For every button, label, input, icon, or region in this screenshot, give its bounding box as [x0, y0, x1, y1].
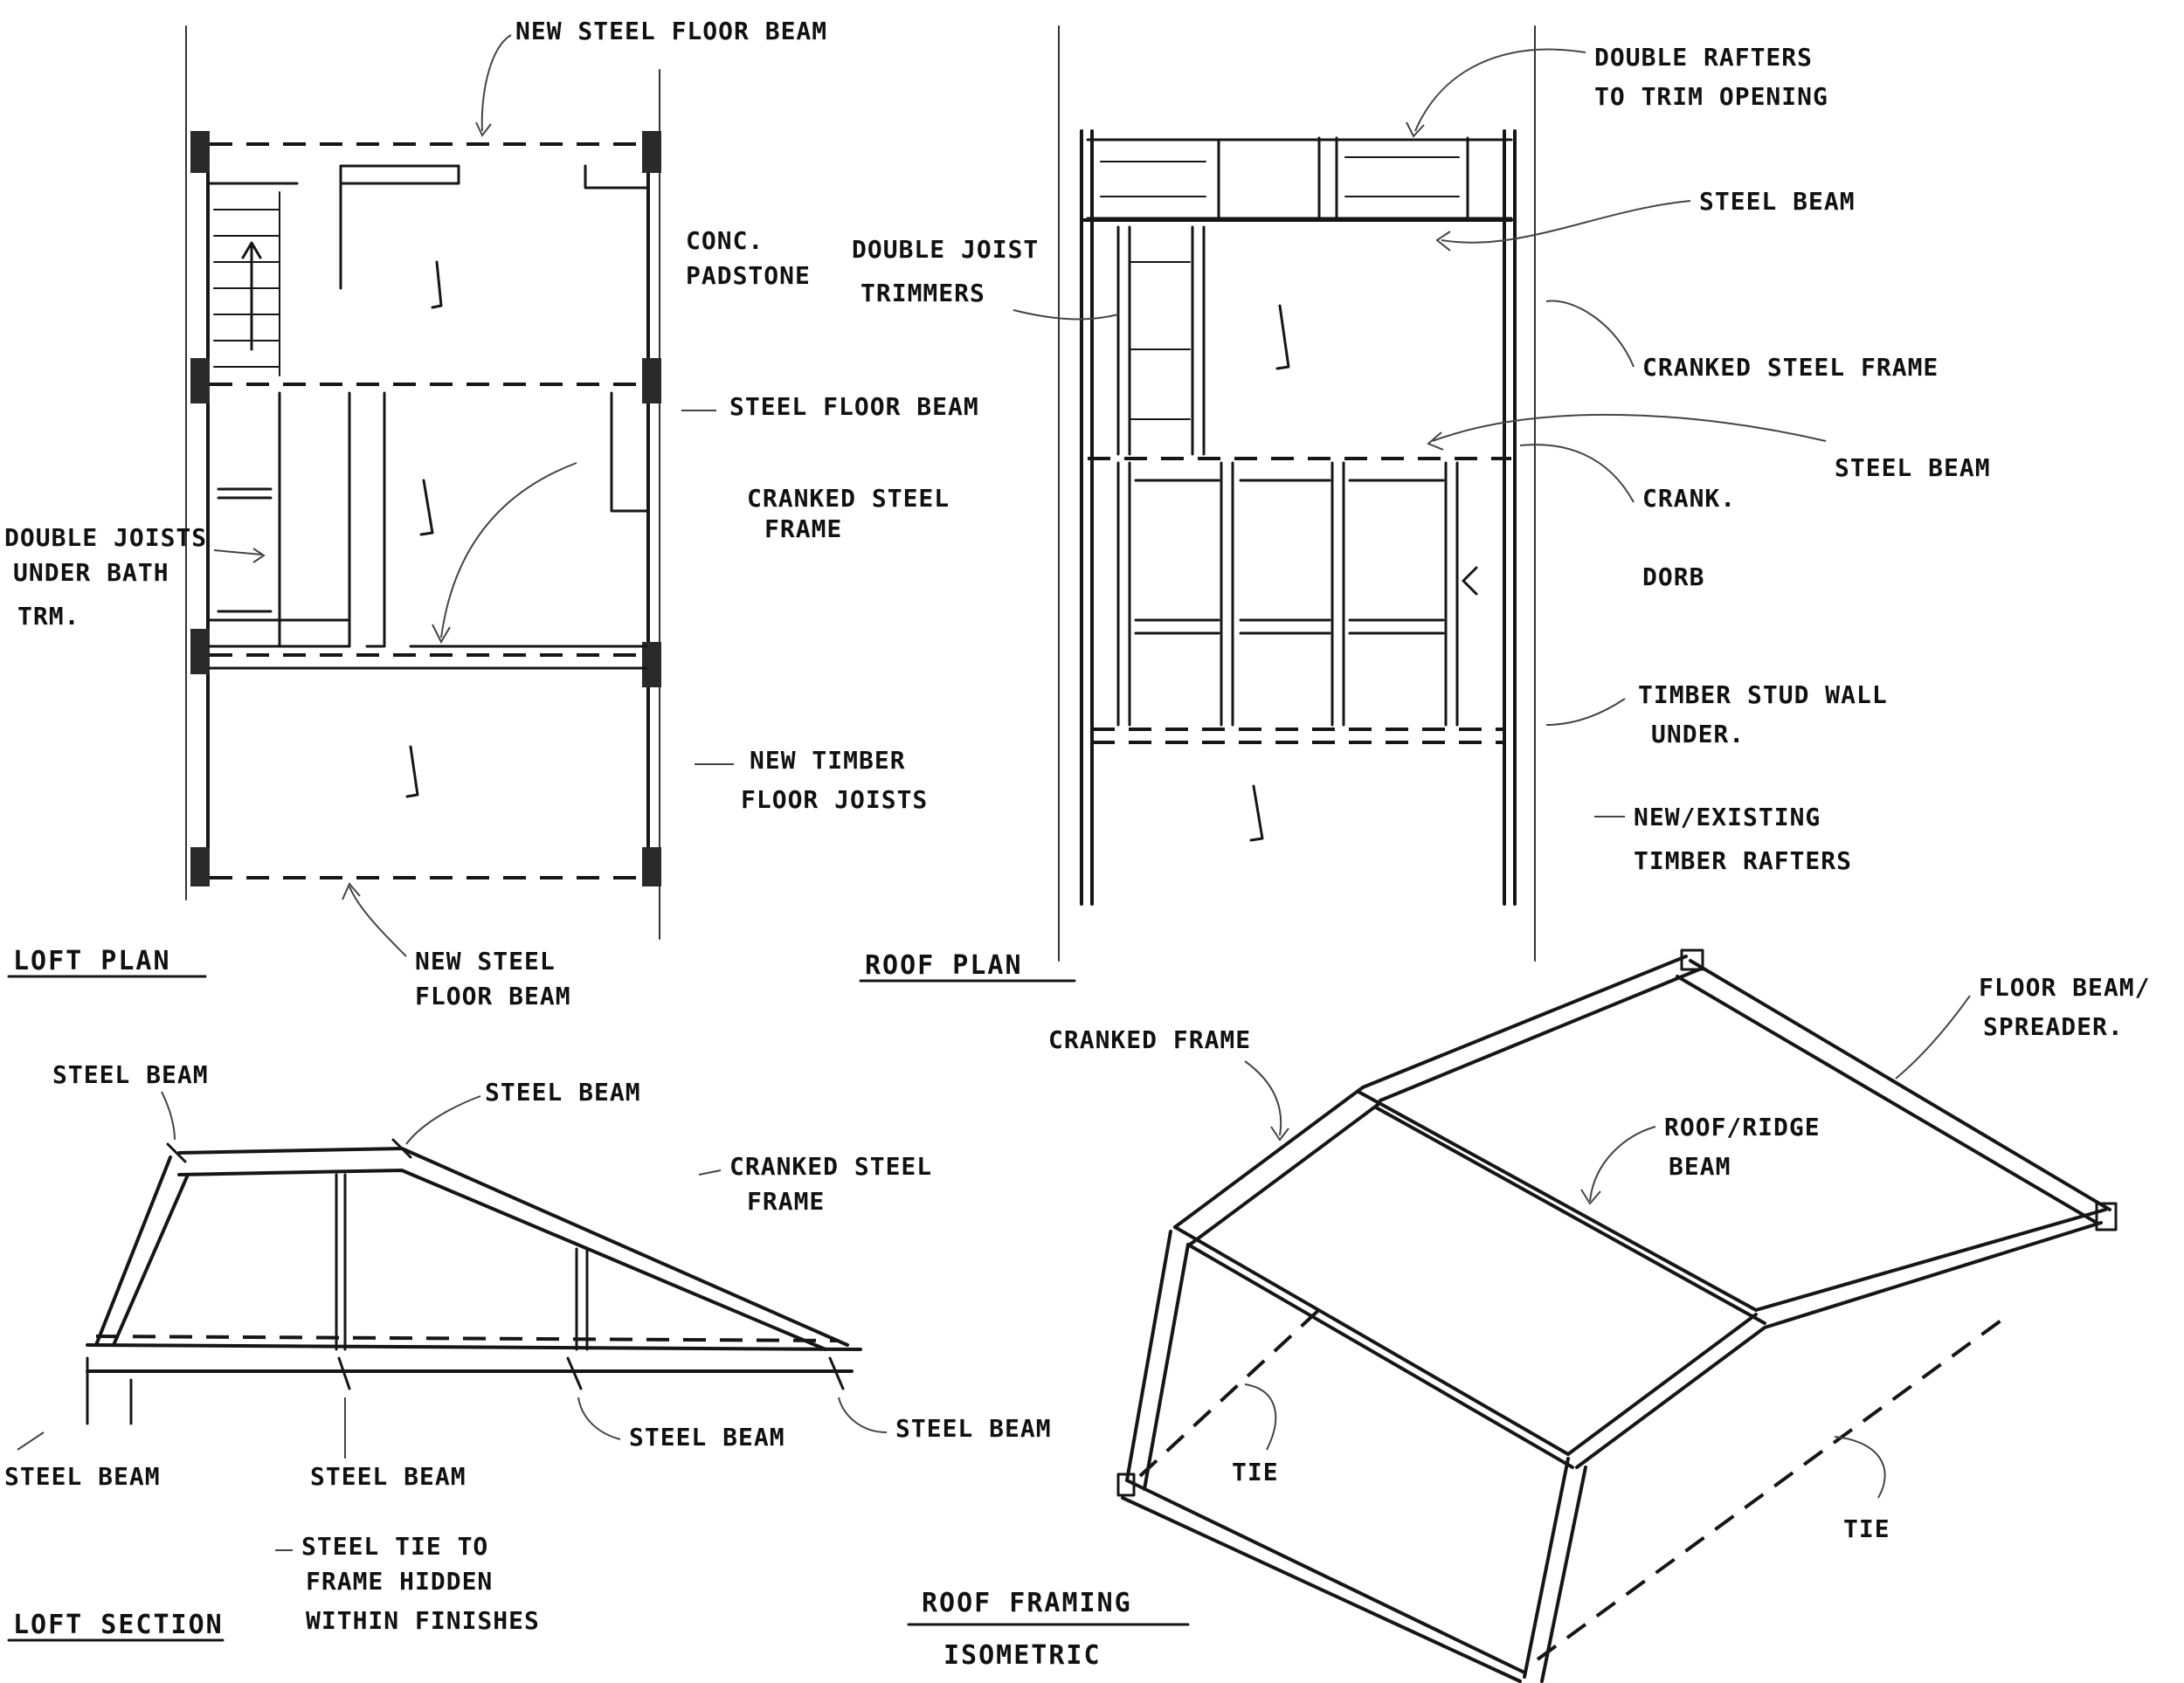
label-timber-stud: TIMBER STUD WALL	[1638, 680, 1888, 709]
label-double-joist: DOUBLE JOIST	[852, 235, 1039, 264]
label-frame-sec: FRAME	[747, 1187, 825, 1216]
label-floor-joists: FLOOR JOISTS	[741, 785, 928, 814]
label-double-joists: DOUBLE JOISTS	[4, 523, 207, 552]
title-loft-section: LOFT SECTION	[13, 1610, 224, 1640]
label-steel-beam-roof-mid: STEEL BEAM	[1835, 453, 1991, 482]
label-steel-beam-roof-top: STEEL BEAM	[1699, 187, 1856, 216]
label-steel-beam-sec-bm: STEEL BEAM	[310, 1462, 467, 1491]
label-under: UNDER.	[1651, 720, 1745, 748]
label-tie-left: TIE	[1232, 1458, 1279, 1486]
tie-line	[1536, 1313, 2011, 1661]
tie-line	[1138, 1304, 1325, 1478]
label-steel-beam-sec-bmr: STEEL BEAM	[629, 1423, 785, 1452]
padstone	[642, 847, 661, 886]
label-new-timber: NEW TIMBER	[750, 746, 906, 775]
label-trim-opening: TO TRIM OPENING	[1594, 82, 1828, 111]
label-under-bath: UNDER BATH	[13, 558, 169, 587]
loft-plan: NEW STEEL FLOOR BEAM CONC. PADSTONE STEE…	[4, 17, 979, 1010]
stair	[213, 191, 280, 376]
title-isometric: ISOMETRIC	[943, 1640, 1102, 1671]
lower-rafters	[1116, 461, 1459, 727]
label-cranked-steel-sec: CRANKED STEEL	[729, 1152, 932, 1181]
title-roof-plan: ROOF PLAN	[865, 950, 1023, 981]
label-cranked-steel-frame-roof: CRANKED STEEL FRAME	[1642, 353, 1939, 382]
label-new-existing: NEW/EXISTING	[1634, 803, 1821, 831]
padstone	[642, 131, 661, 173]
label-dorb: DORB	[1642, 562, 1704, 591]
label-steel-tie: STEEL TIE TO	[301, 1532, 488, 1561]
padstone	[642, 358, 661, 404]
label-trm: TRM.	[17, 602, 79, 631]
title-roof-framing: ROOF FRAMING	[922, 1588, 1132, 1618]
label-steel-beam-sec-tm: STEEL BEAM	[485, 1078, 641, 1107]
label-new-steel: NEW STEEL	[415, 947, 556, 976]
label-steel-beam-sec-tl: STEEL BEAM	[52, 1060, 209, 1089]
loft-section: STEEL BEAM STEEL BEAM CRANKED STEEL FRAM…	[4, 1060, 1052, 1642]
label-tie-right: TIE	[1843, 1514, 1890, 1543]
label-frame: FRAME	[764, 514, 842, 543]
label-steel-floor-beam: STEEL FLOOR BEAM	[729, 392, 979, 421]
label-spreader: SPREADER.	[1983, 1012, 2124, 1041]
label-double-rafters: DOUBLE RAFTERS	[1594, 43, 1813, 72]
label-cranked-steel: CRANKED STEEL	[747, 484, 950, 513]
label-conc: CONC.	[686, 226, 764, 255]
label-floor-beam: FLOOR BEAM	[415, 982, 571, 1010]
label-cranked-frame: CRANKED FRAME	[1048, 1025, 1251, 1054]
padstone	[190, 629, 210, 674]
label-floor-beam-iso: FLOOR BEAM/	[1979, 973, 2150, 1002]
roof-framing-isometric: CRANKED FRAME FLOOR BEAM/ SPREADER. ROOF…	[907, 948, 2150, 1683]
label-trimmers: TRIMMERS	[860, 279, 985, 307]
roof-plan: DOUBLE RAFTERS TO TRIM OPENING STEEL BEA…	[852, 25, 1991, 983]
label-steel-beam-sec-bl: STEEL BEAM	[4, 1462, 161, 1491]
label-crank: CRANK.	[1642, 484, 1736, 513]
title-loft-plan: LOFT PLAN	[13, 946, 171, 976]
label-frame-hidden: FRAME HIDDEN	[306, 1567, 493, 1596]
label-padstone: PADSTONE	[686, 261, 811, 290]
padstone	[190, 847, 210, 886]
label-new-steel-floor-beam: NEW STEEL FLOOR BEAM	[515, 17, 827, 45]
padstone	[190, 358, 210, 404]
padstone	[642, 642, 661, 687]
steel-tie-line	[95, 1335, 840, 1342]
label-timber-rafters: TIMBER RAFTERS	[1634, 846, 1852, 875]
label-roof-ridge: ROOF/RIDGE	[1664, 1113, 1821, 1142]
label-within-finishes: WITHIN FINISHES	[306, 1606, 540, 1635]
padstone	[190, 131, 210, 173]
label-steel-beam-sec-br: STEEL BEAM	[895, 1414, 1052, 1443]
label-beam-iso: BEAM	[1669, 1152, 1731, 1181]
